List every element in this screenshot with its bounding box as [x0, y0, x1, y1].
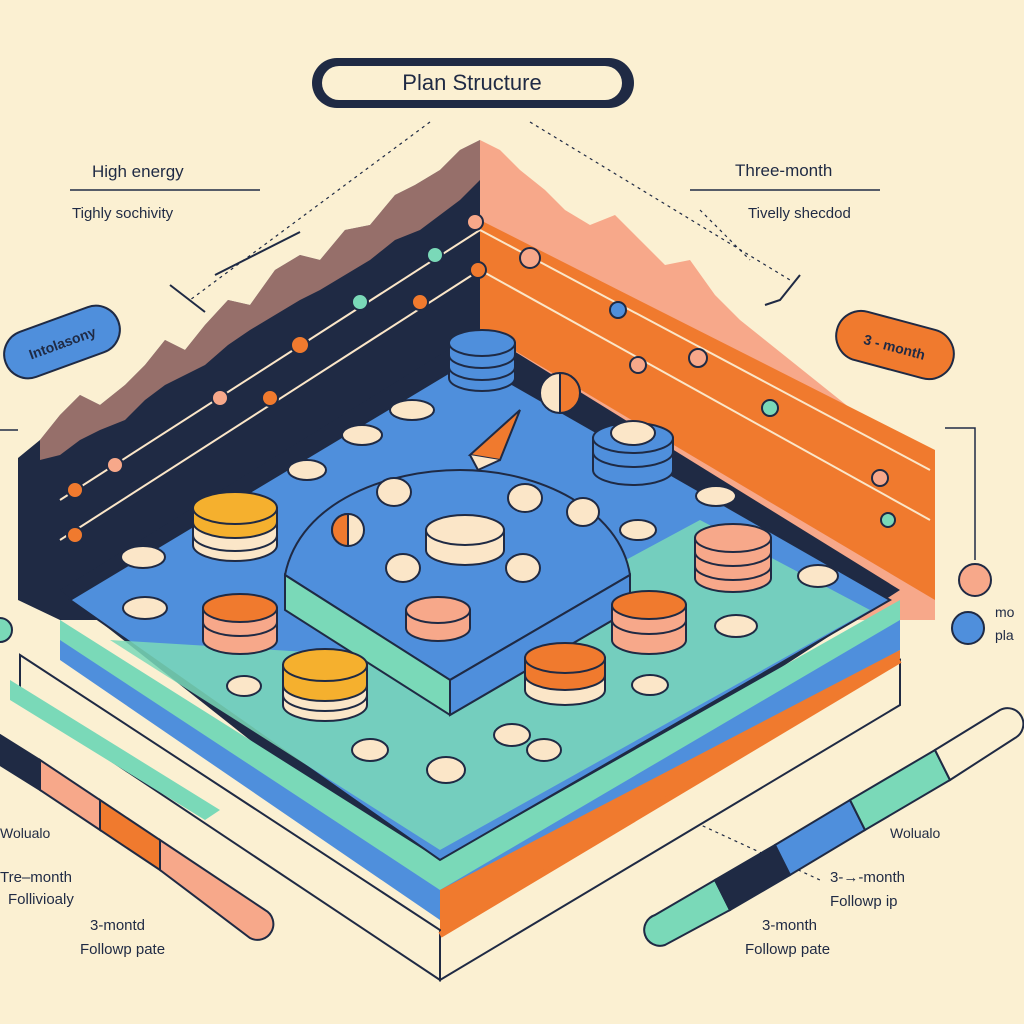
small-disc — [341, 424, 383, 446]
small-disc — [619, 519, 657, 541]
small-discs — [120, 371, 839, 784]
bead — [66, 526, 84, 544]
bead — [880, 512, 896, 528]
bead — [411, 293, 429, 311]
bead — [106, 456, 124, 474]
wall-beads — [66, 213, 896, 544]
small-disc — [695, 485, 737, 507]
left-rail-1 — [59, 229, 481, 501]
callout-right — [529, 121, 791, 281]
right-circle-blue — [951, 611, 985, 645]
arrow-left-2 — [169, 284, 206, 313]
left-circle-mint — [0, 617, 13, 643]
bead — [261, 389, 279, 407]
disc-stack-orange-left — [202, 593, 278, 655]
left-strip — [0, 680, 275, 941]
small-disc — [493, 723, 531, 747]
label-three-month-r2: 3-month — [762, 917, 817, 934]
bead — [211, 389, 229, 407]
label-followp-pate-left: Followp pate — [80, 941, 165, 958]
small-disc — [714, 614, 758, 638]
small-disc — [385, 553, 421, 583]
right-leader — [945, 427, 976, 560]
bead — [871, 469, 889, 487]
disc-stack-blue-top — [448, 329, 516, 392]
right-rail-1 — [479, 229, 931, 471]
bead — [629, 356, 647, 374]
arrow-left-1 — [214, 231, 301, 276]
bead — [290, 335, 310, 355]
label-three-month-r: 3-→-month — [830, 869, 905, 886]
disc-stack-salmon-center — [405, 596, 471, 642]
bead — [466, 213, 484, 231]
base-orange-stripe — [438, 657, 902, 938]
bead — [469, 261, 487, 279]
right-wall-band — [480, 220, 935, 600]
bead — [609, 301, 627, 319]
small-disc — [389, 399, 435, 421]
label-followp-ip: Followp ip — [830, 893, 898, 910]
disc-stack-yellow-bottom — [282, 648, 368, 722]
bead — [519, 247, 541, 269]
label-follivialy: Follivioaly — [8, 891, 74, 908]
small-disc — [122, 596, 168, 620]
title-pill-inner — [322, 66, 622, 100]
small-disc — [507, 483, 543, 513]
disc-stack-yellow-left — [192, 491, 278, 562]
small-disc — [566, 497, 600, 527]
right-pill: 3 - month — [835, 309, 955, 381]
right-rail-2 — [479, 269, 931, 521]
base-mint-edge — [60, 600, 900, 890]
label-tivelly: Tivelly shecdod — [748, 205, 851, 222]
small-disc — [505, 553, 541, 583]
label-followp-pate-right: Followp pate — [745, 941, 830, 958]
pencil-icon — [467, 409, 521, 472]
small-disc — [376, 477, 412, 507]
right-strip — [643, 707, 1024, 947]
bead — [426, 246, 444, 264]
disc-stack-salmon-right — [694, 523, 772, 593]
arrows — [169, 231, 801, 313]
disc-stacks — [192, 329, 772, 722]
small-disc — [226, 675, 262, 697]
right-circle-salmon — [958, 563, 992, 597]
label-pla: pla — [995, 627, 1014, 643]
raised-block-top — [283, 468, 632, 682]
bead — [688, 348, 708, 368]
small-disc — [526, 738, 562, 762]
disc-stack-cream-center — [425, 514, 505, 566]
label-high-energy: High energy — [92, 162, 184, 181]
title-pill: Plan Structure — [312, 58, 634, 108]
bead — [351, 293, 369, 311]
small-disc — [287, 459, 327, 481]
label-tighly: Tighly sochivity — [72, 205, 174, 222]
small-disc — [426, 756, 466, 784]
small-disc — [631, 674, 669, 696]
disc-stack-orange-right — [611, 590, 687, 655]
arrow-right-1 — [764, 274, 801, 306]
disc-stack-blue-right — [592, 420, 674, 486]
small-disc — [120, 545, 166, 569]
callout-right-2 — [699, 209, 751, 261]
label-mo: mo — [995, 604, 1015, 620]
label-three-month: Three-month — [735, 161, 832, 180]
disc-stack-orange-bottom — [524, 642, 606, 706]
page-title: Plan Structure — [402, 70, 541, 95]
label-wolualo-right: Wolualo — [890, 825, 941, 841]
left-wall-ridge — [40, 140, 480, 460]
bead — [66, 481, 84, 499]
small-disc — [351, 738, 389, 762]
callout-left — [189, 121, 431, 301]
label-wolualo-left: Wolualo — [0, 825, 51, 841]
bead — [761, 399, 779, 417]
label-tre-month: Tre–month — [0, 869, 72, 886]
half-ball-fill — [331, 512, 349, 548]
label-three-montd: 3-montd — [90, 917, 145, 934]
small-disc — [797, 564, 839, 588]
left-pill: Intolasony — [3, 304, 121, 380]
half-ball-fill — [559, 371, 581, 415]
